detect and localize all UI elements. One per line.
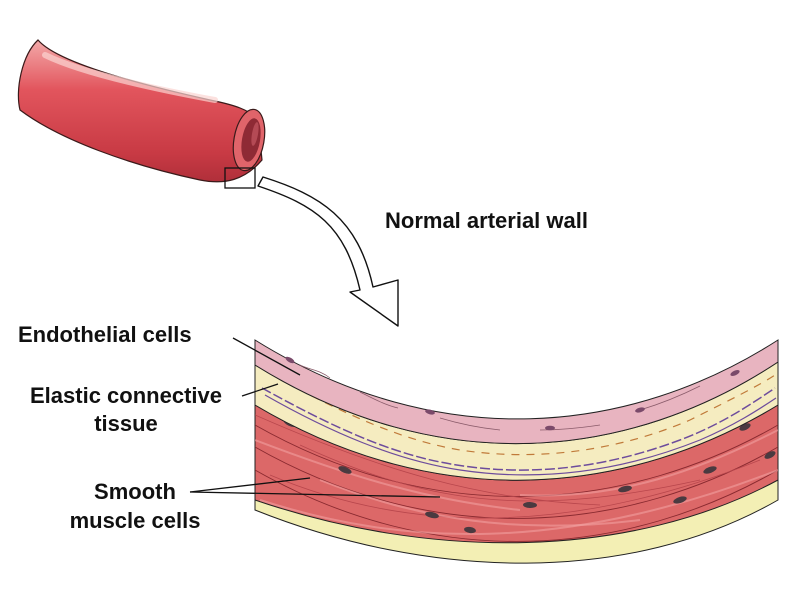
diagram-title: Normal arterial wall	[385, 208, 588, 233]
smooth-muscle-label-line1: Smooth	[94, 479, 176, 504]
leader-lines	[189, 337, 441, 498]
artery-tube	[17, 39, 266, 183]
smooth-leader-lower	[189, 491, 441, 498]
elastic-connective-label-line2: tissue	[94, 411, 158, 436]
elastic-leader	[241, 383, 279, 397]
endothelium-layer	[254, 339, 779, 445]
endothelial-cells-label: Endothelial cells	[18, 322, 192, 347]
wall-cross-section	[254, 339, 779, 564]
smooth-leader-upper	[189, 477, 311, 493]
muscle-cells	[255, 414, 778, 542]
smooth-muscle-label-line2: muscle cells	[69, 508, 201, 533]
zoom-region-box	[224, 167, 256, 189]
elastic-connective-label-line1: Elastic connective	[30, 383, 222, 408]
zoom-arrow	[257, 176, 399, 327]
endothelial-leader	[232, 337, 301, 376]
